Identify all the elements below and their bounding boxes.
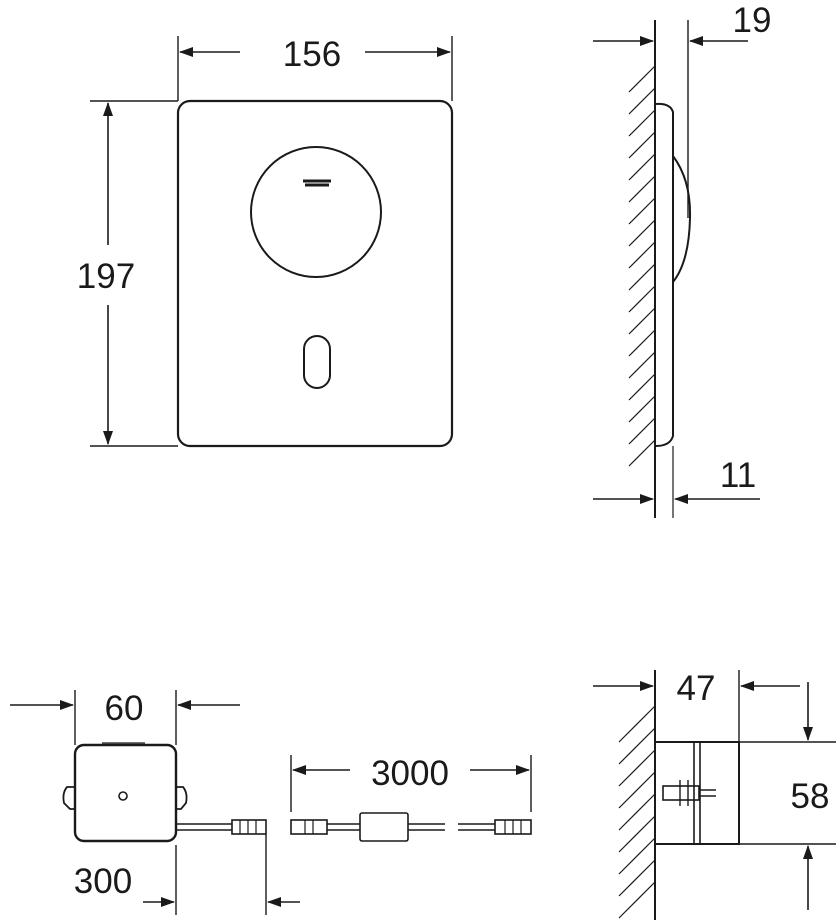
box-screw-hole [118,791,128,801]
box-connector [231,819,267,835]
indicator-slot [303,335,331,389]
front-height-label: 197 [77,257,135,296]
box-side-body [654,741,740,845]
front-width-label: 156 [283,35,341,74]
extension-cable-view: 3000 [290,754,532,842]
cable-connector-left [290,819,328,835]
sensor-dome-profile [672,155,692,283]
control-box-side-view: 47 58 [593,669,836,920]
plate-side-profile [655,102,674,447]
box-clip-left [62,786,75,810]
box-offset-label: 300 [74,862,132,901]
box-side-fitting [662,785,700,801]
sensor-window [250,146,382,278]
side-plate-label: 11 [720,456,756,495]
wall-hatching [628,65,656,467]
control-box-body [73,743,178,843]
box-clip-right [176,786,188,810]
control-box-view: 60 300 [10,689,300,915]
flush-plate-front [176,99,454,448]
cable-length-label: 3000 [371,754,449,793]
brand-logo-icon [303,179,331,187]
front-view: 156 197 [77,35,454,448]
box-width-label: 60 [105,689,144,728]
box-height-label: 58 [791,777,830,816]
box-wall-hatching [618,705,656,919]
side-view: 19 11 [593,1,771,518]
side-depth-label: 19 [733,1,772,40]
box-depth-label: 47 [677,669,716,708]
cable-ferrite [359,812,409,842]
